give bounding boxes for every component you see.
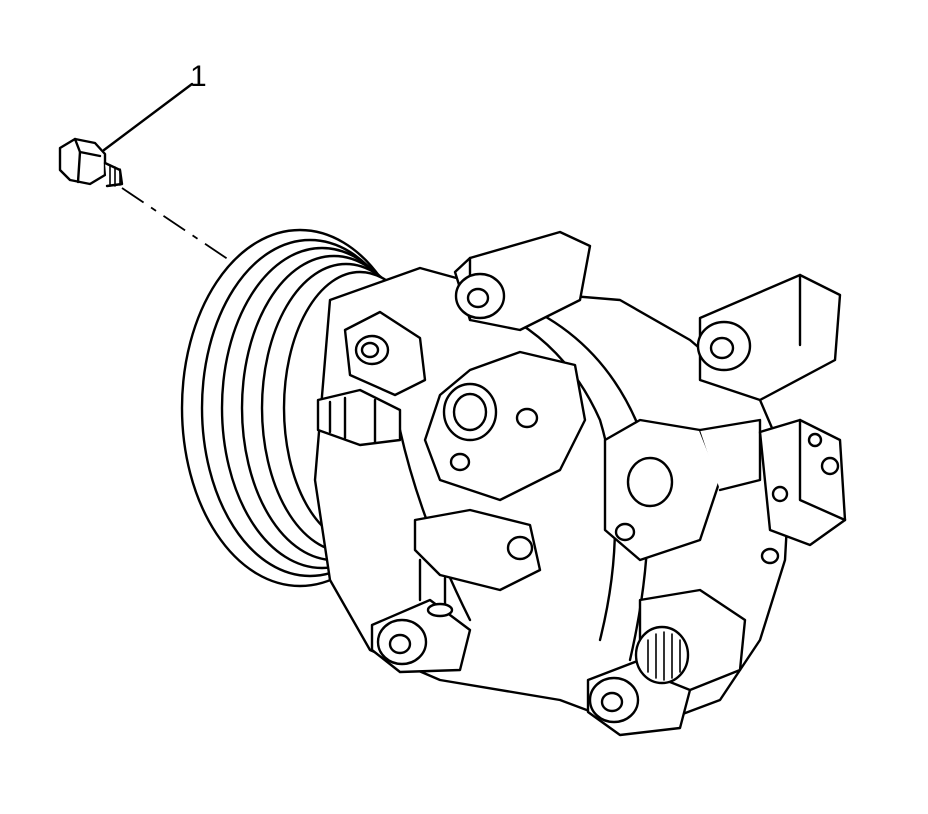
manifold-plate <box>423 350 587 502</box>
valve-block <box>413 508 542 618</box>
callout-1-leader <box>102 82 194 152</box>
pressure-switch <box>758 418 847 565</box>
rear-fitting <box>634 588 747 692</box>
callout-1-label: 1 <box>190 60 207 93</box>
electrical-connector <box>316 388 402 447</box>
upper-mounting-ear <box>453 230 592 332</box>
bolt-hole <box>343 310 427 397</box>
bolt <box>58 137 124 188</box>
lower-front-mounting-ear <box>370 598 472 674</box>
rear-head <box>603 418 762 562</box>
rear-mounting-ear <box>696 273 842 402</box>
